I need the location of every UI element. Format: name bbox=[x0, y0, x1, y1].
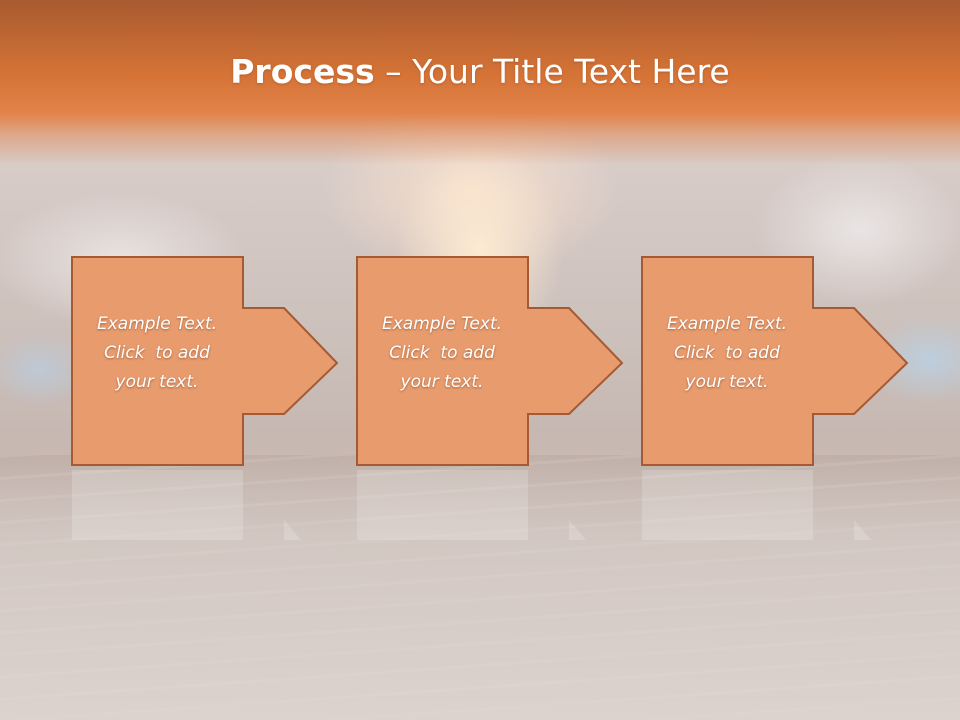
title-bold-text: Process bbox=[230, 52, 375, 91]
step-text-1[interactable]: Example Text. Click to add your text. bbox=[71, 310, 243, 397]
background-haze bbox=[0, 430, 960, 720]
step-reflection-3 bbox=[641, 470, 913, 540]
title-bar bbox=[0, 0, 960, 165]
step-1-line-2: Click to add bbox=[104, 343, 210, 363]
step-reflection-2 bbox=[356, 470, 628, 540]
step-3-line-1: Example Text. bbox=[666, 314, 788, 334]
step-1-line-1: Example Text. bbox=[96, 314, 218, 334]
step-1-line-3: your text. bbox=[115, 372, 199, 392]
step-3-line-3: your text. bbox=[685, 372, 769, 392]
step-text-2[interactable]: Example Text. Click to add your text. bbox=[356, 310, 528, 397]
process-step-1[interactable]: Example Text. Click to add your text. bbox=[71, 256, 343, 468]
arrow-shape-1 bbox=[71, 256, 339, 466]
arrow-shape-3 bbox=[641, 256, 909, 466]
process-step-3[interactable]: Example Text. Click to add your text. bbox=[641, 256, 913, 468]
step-2-line-1: Example Text. bbox=[381, 314, 503, 334]
step-2-line-2: Click to add bbox=[389, 343, 495, 363]
process-step-2[interactable]: Example Text. Click to add your text. bbox=[356, 256, 628, 468]
step-reflection-1 bbox=[71, 470, 343, 540]
step-text-3[interactable]: Example Text. Click to add your text. bbox=[641, 310, 813, 397]
step-2-line-3: your text. bbox=[400, 372, 484, 392]
slide-title[interactable]: Process – Your Title Text Here bbox=[0, 52, 960, 91]
step-3-line-2: Click to add bbox=[674, 343, 780, 363]
title-rest-text: – Your Title Text Here bbox=[374, 52, 730, 91]
arrow-shape-2 bbox=[356, 256, 624, 466]
